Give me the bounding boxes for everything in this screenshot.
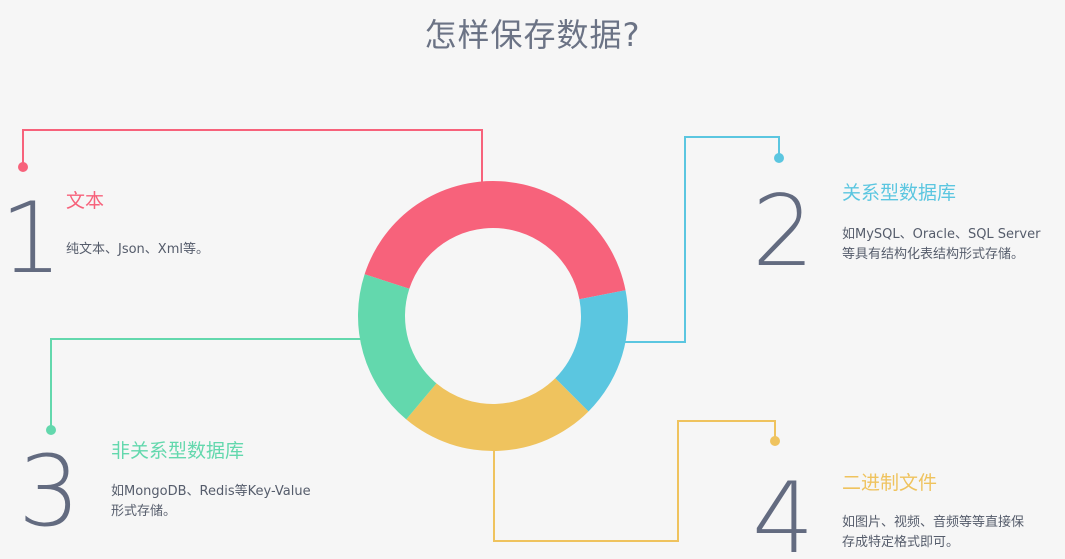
- item-2-heading: 关系型数据库: [842, 182, 957, 204]
- item-4-desc-line-2: 存成特定格式即可。: [842, 535, 960, 550]
- item-3-number: 3: [18, 435, 81, 549]
- item-3-desc-line-1: 如MongoDB、Redis等Key-Value: [111, 484, 311, 499]
- ring-segment-nosql: [358, 274, 437, 420]
- item-1-desc-line-1: 纯文本、Json、Xml等。: [66, 242, 209, 257]
- item-3-heading: 非关系型数据库: [111, 440, 245, 462]
- connector-line-4: [493, 420, 776, 542]
- connector-line-2: [624, 136, 780, 343]
- page-title: 怎样保存数据?: [424, 16, 641, 54]
- item-1-number: 1: [0, 182, 63, 296]
- item-1-heading: 文本: [66, 190, 105, 212]
- connector-dot-4: [770, 436, 780, 446]
- donut-ring: [358, 181, 628, 451]
- ring-segment-binary: [406, 378, 589, 451]
- connector-dot-3: [46, 425, 56, 435]
- item-2-number: 2: [752, 175, 815, 289]
- item-2-desc-line-2: 等具有结构化表结构形式存储。: [842, 247, 1025, 262]
- item-4-heading: 二进制文件: [842, 472, 938, 494]
- connector-dot-2: [774, 153, 784, 163]
- connector-dot-1: [18, 162, 28, 172]
- item-4-desc-line-1: 如图片、视频、音频等等直接保: [842, 515, 1025, 530]
- item-2-desc-line-1: 如MySQL、Oracle、SQL Server: [842, 227, 1041, 242]
- ring-segment-relational: [555, 290, 628, 412]
- item-4-number: 4: [752, 462, 815, 559]
- ring-segment-text: [364, 181, 626, 300]
- connector-line-1: [22, 129, 483, 182]
- item-3-desc-line-2: 形式存储。: [111, 504, 177, 519]
- connector-line-3: [50, 338, 362, 430]
